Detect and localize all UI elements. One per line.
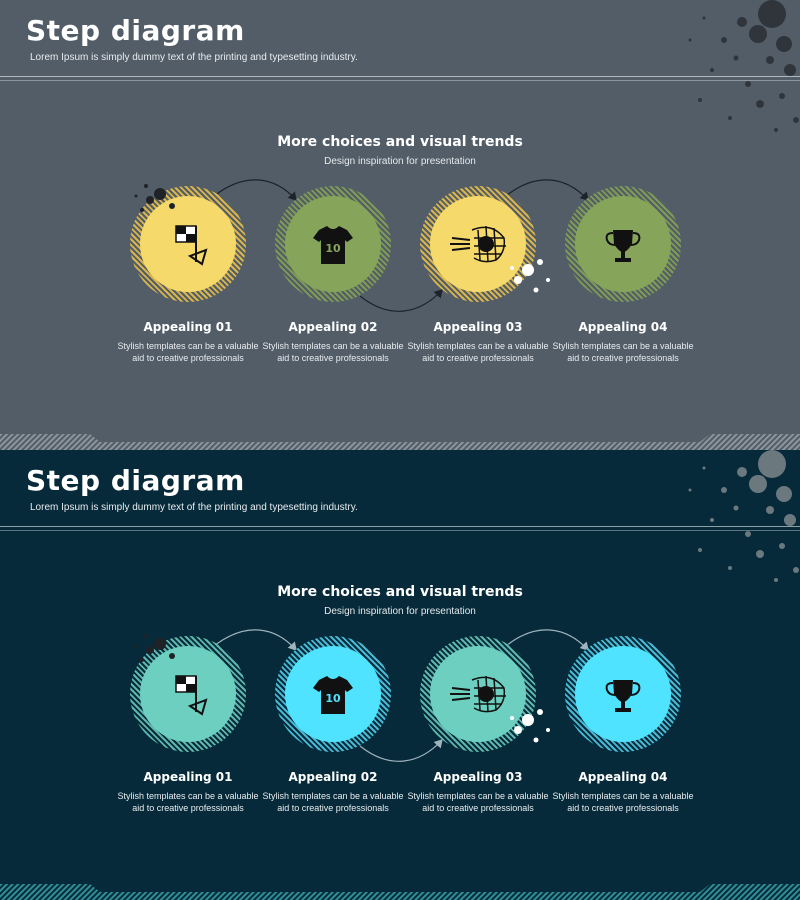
jersey-number: 10 [325, 242, 341, 255]
step-description: Stylish templates can be a valuable aid … [262, 791, 404, 813]
step-title: Appealing 01 [143, 770, 233, 784]
divider-line [0, 530, 800, 531]
step-description: Stylish templates can be a valuable aid … [552, 791, 694, 813]
step-title: Appealing 03 [433, 770, 523, 784]
step-circle [130, 186, 246, 302]
slide-navy: Step diagram Lorem Ipsum is simply dummy… [0, 450, 800, 900]
step-title: Appealing 04 [578, 770, 668, 784]
step-description: Stylish templates can be a valuable aid … [552, 341, 694, 363]
step-circle [130, 636, 246, 752]
footer-hatched-band [0, 434, 800, 450]
diagram-tagline: Design inspiration for presentation [324, 156, 476, 167]
ball-in-net-icon [450, 675, 506, 713]
step-description: Stylish templates can be a valuable aid … [117, 341, 259, 363]
step-title: Appealing 01 [143, 320, 233, 334]
step-description: Stylish templates can be a valuable aid … [117, 791, 259, 813]
step-circle: 10 [275, 636, 391, 752]
step-circle [420, 636, 536, 752]
step-description: Stylish templates can be a valuable aid … [262, 341, 404, 363]
ball-in-net-icon [450, 225, 506, 263]
footer-hatched-band [0, 884, 800, 900]
step-description: Stylish templates can be a valuable aid … [407, 791, 549, 813]
step-description: Stylish templates can be a valuable aid … [407, 341, 549, 363]
slide-gray: Step diagram Lorem Ipsum is simply dummy… [0, 0, 800, 450]
divider-line [0, 526, 800, 527]
jersey-icon: 10 [313, 226, 353, 264]
jersey-icon: 10 [313, 676, 353, 714]
diagram-tagline: Design inspiration for presentation [324, 606, 476, 617]
trophy-icon [605, 680, 641, 712]
slide-title: Step diagram [26, 464, 245, 497]
corner-flag-icon [175, 225, 208, 266]
step-title: Appealing 02 [288, 770, 378, 784]
step-circle [565, 636, 681, 752]
jersey-number: 10 [325, 692, 341, 705]
step-title: Appealing 02 [288, 320, 378, 334]
step-disc [140, 646, 236, 742]
step-disc [140, 196, 236, 292]
diagram-heading: More choices and visual trends [277, 134, 523, 150]
trophy-icon [605, 230, 641, 262]
step-circle: 10 [275, 186, 391, 302]
slide-subtitle: Lorem Ipsum is simply dummy text of the … [30, 52, 358, 63]
step-circle [420, 186, 536, 302]
slide-title: Step diagram [26, 14, 245, 47]
divider-line [0, 76, 800, 77]
diagram-heading: More choices and visual trends [277, 584, 523, 600]
step-title: Appealing 04 [578, 320, 668, 334]
corner-flag-icon [175, 675, 208, 716]
divider-line [0, 80, 800, 81]
step-circle [565, 186, 681, 302]
slide-subtitle: Lorem Ipsum is simply dummy text of the … [30, 502, 358, 513]
step-title: Appealing 03 [433, 320, 523, 334]
